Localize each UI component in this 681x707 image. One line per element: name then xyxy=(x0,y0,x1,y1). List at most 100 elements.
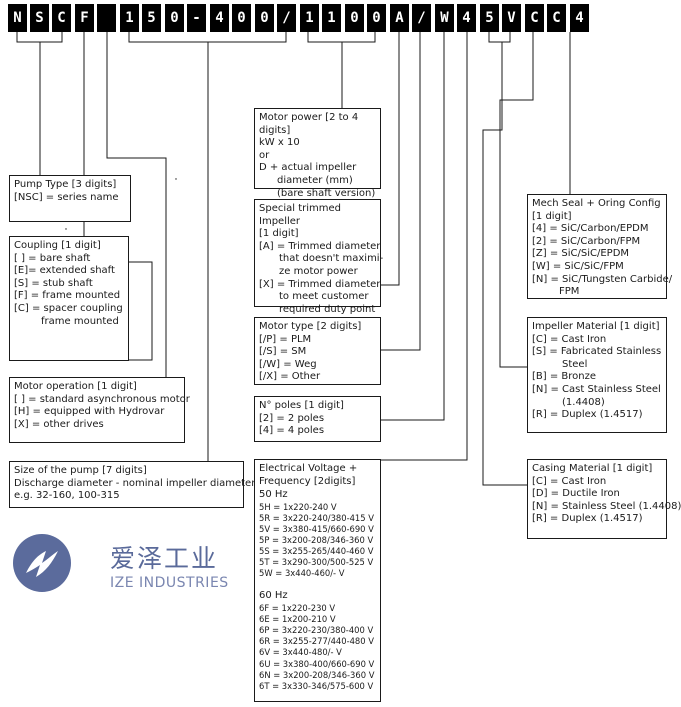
poles-line: [2] = 2 poles xyxy=(259,412,325,424)
impeller-material-box: Impeller Material [1 digit] [C] = Cast I… xyxy=(527,317,667,433)
voltage-option: 6N = 3x200-208/346-360 V xyxy=(259,669,375,680)
voltage-option: 6R = 3x255-277/440-480 V xyxy=(259,636,374,647)
company-logo-mark-icon xyxy=(13,534,71,592)
voltage-option: 5P = 3x200-208/346-360 V xyxy=(259,535,374,546)
voltage-option: 6F = 1x220-230 V xyxy=(259,603,336,614)
impeller-material-line: [C] = Cast Iron xyxy=(532,333,607,345)
casing-material-line: [D] = Ductile Iron xyxy=(532,488,620,500)
motor-type-line: [/X] = Other xyxy=(259,371,321,383)
motor-type-box: Motor type [2 digits] [/P] = PLM [/S] = … xyxy=(254,317,381,385)
mech-seal-line: [N] = SiC/Tungsten Carbide/ xyxy=(532,273,673,285)
coupling-line: [E]= extended shaft xyxy=(14,265,115,277)
code-char: C xyxy=(52,4,71,32)
special-impeller-line: ze motor power xyxy=(279,265,358,277)
code-char: V xyxy=(502,4,521,32)
poles-line: [4] = 4 poles xyxy=(259,425,325,437)
code-char: 4 xyxy=(210,4,229,32)
code-char: 0 xyxy=(232,4,251,32)
casing-material-box: Casing Material [1 digit] [C] = Cast Iro… xyxy=(527,459,681,539)
code-char: 1 xyxy=(322,4,341,32)
code-char xyxy=(97,4,116,32)
impeller-material-line-cont: (1.4408) xyxy=(562,396,605,408)
code-char: 1 xyxy=(120,4,139,32)
voltage-option: 6V = 3x440-480/- V xyxy=(259,647,342,658)
voltage-option: 5H = 1x220-240 V xyxy=(259,501,337,512)
voltage-option: 5S = 3x255-265/440-460 V xyxy=(259,546,374,557)
casing-material-title: Casing Material [1 digit] xyxy=(532,463,653,474)
code-char: 0 xyxy=(165,4,184,32)
impeller-material-line: [R] = Duplex (1.4517) xyxy=(532,409,643,421)
impeller-material-line: [B] = Bronze xyxy=(532,371,597,383)
motor-operation-title: Motor operation [1 digit] xyxy=(14,381,137,392)
impeller-material-line: [S] = Fabricated Stainless xyxy=(532,346,662,358)
coupling-box: Coupling [1 digit] [ ] = bare shaft [E]=… xyxy=(9,236,129,361)
special-impeller-title-2: [1 digit] xyxy=(259,228,299,240)
mech-seal-line-cont: FPM xyxy=(559,286,580,298)
mech-seal-title: Mech Seal + Oring Config xyxy=(532,198,661,209)
voltage-option: 6U = 3x380-400/660-690 V xyxy=(259,658,375,669)
casing-material-line: [C] = Cast Iron xyxy=(532,475,607,487)
special-impeller-line: [A] = Trimmed diameter xyxy=(259,240,381,252)
motor-operation-line: [H] = equipped with Hydrovar xyxy=(14,406,165,418)
code-char: F xyxy=(75,4,94,32)
coupling-line: [F] = frame mounted xyxy=(14,290,121,302)
motor-power-line: kW x 10 xyxy=(259,137,300,149)
voltage-option: 5R = 3x220-240/380-415 V xyxy=(259,512,374,523)
mech-seal-box: Mech Seal + Oring Config [1 digit] [4] =… xyxy=(527,194,673,299)
size-box: Size of the pump [7 digits] Discharge di… xyxy=(9,461,256,508)
special-impeller-line: [X] = Trimmed diameter xyxy=(259,278,381,290)
coupling-line: [C] = spacer coupling xyxy=(14,302,123,314)
mech-seal-line: [W] = SiC/SiC/FPM xyxy=(532,260,624,272)
voltage-title: Electrical Voltage + xyxy=(259,463,358,474)
mech-seal-line: [2] = SiC/Carbon/FPM xyxy=(532,235,641,247)
motor-type-line: [/P] = PLM xyxy=(259,333,312,345)
code-char: W xyxy=(435,4,454,32)
pump-type-box: Pump Type [3 digits] [NSC] = series name xyxy=(9,175,131,222)
code-char: - xyxy=(187,4,206,32)
motor-type-title: Motor type [2 digits] xyxy=(259,321,362,332)
special-impeller-line: that doesn't maximi- xyxy=(279,253,384,265)
voltage-option: 5W = 3x440-460/- V xyxy=(259,568,345,579)
voltage-option: 5V = 3x380-415/660-690 V xyxy=(259,523,374,534)
pump-type-title: Pump Type [3 digits] xyxy=(14,179,117,190)
motor-power-line-cont: diameter (mm) xyxy=(277,174,353,186)
coupling-line: [S] = stub shaft xyxy=(14,277,93,289)
code-char: 0 xyxy=(255,4,274,32)
mech-seal-line: [Z] = SiC/SiC/EPDM xyxy=(532,248,630,260)
motor-power-title: Motor power [2 to 4 digits] xyxy=(259,112,359,136)
coupling-title: Coupling [1 digit] xyxy=(14,240,101,251)
size-line: Discharge diameter - nominal impeller di… xyxy=(14,477,256,489)
pump-type-line: [NSC] = series name xyxy=(14,191,119,203)
motor-type-line: [/W] = Weg xyxy=(259,358,317,370)
voltage-option: 6T = 3x330-346/575-600 V xyxy=(259,680,374,691)
special-impeller-box: Special trimmed Impeller [1 digit] [A] =… xyxy=(254,199,384,315)
size-title: Size of the pump [7 digits] xyxy=(14,465,147,476)
voltage-title-2: Frequency [2digits] xyxy=(259,475,356,487)
casing-material-line: [R] = Duplex (1.4517) xyxy=(532,513,643,525)
voltage-option: 6P = 3x220-230/380-400 V xyxy=(259,625,374,636)
code-char: S xyxy=(30,4,49,32)
coupling-line-cont: frame mounted xyxy=(41,315,119,327)
voltage-60hz-heading: 60 Hz xyxy=(259,590,288,602)
voltage-option: 5T = 3x290-300/500-525 V xyxy=(259,557,374,568)
company-logo: 爱泽工业 IZE INDUSTRIES xyxy=(12,533,232,593)
code-char: A xyxy=(390,4,409,32)
casing-material-line: [N] = Stainless Steel (1.4408) xyxy=(532,500,681,512)
coupling-line: [ ] = bare shaft xyxy=(14,252,91,264)
code-char: C xyxy=(547,4,566,32)
special-impeller-title: Special trimmed Impeller xyxy=(259,203,342,227)
company-logo-cn: 爱泽工业 xyxy=(110,544,219,573)
code-char: 1 xyxy=(300,4,319,32)
impeller-material-title: Impeller Material [1 digit] xyxy=(532,321,660,332)
code-char: 0 xyxy=(367,4,386,32)
size-line: e.g. 32-160, 100-315 xyxy=(14,490,120,502)
code-char: / xyxy=(277,4,296,32)
code-char: / xyxy=(412,4,431,32)
poles-box: N° poles [1 digit] [2] = 2 poles [4] = 4… xyxy=(254,396,381,442)
special-impeller-line: to meet customer xyxy=(279,291,369,303)
motor-power-line: D + actual impeller xyxy=(259,162,357,174)
company-logo-en: IZE INDUSTRIES xyxy=(110,575,229,591)
motor-operation-box: Motor operation [1 digit] [ ] = standard… xyxy=(9,377,190,443)
voltage-50hz-heading: 50 Hz xyxy=(259,489,288,501)
code-char: N xyxy=(8,4,27,32)
